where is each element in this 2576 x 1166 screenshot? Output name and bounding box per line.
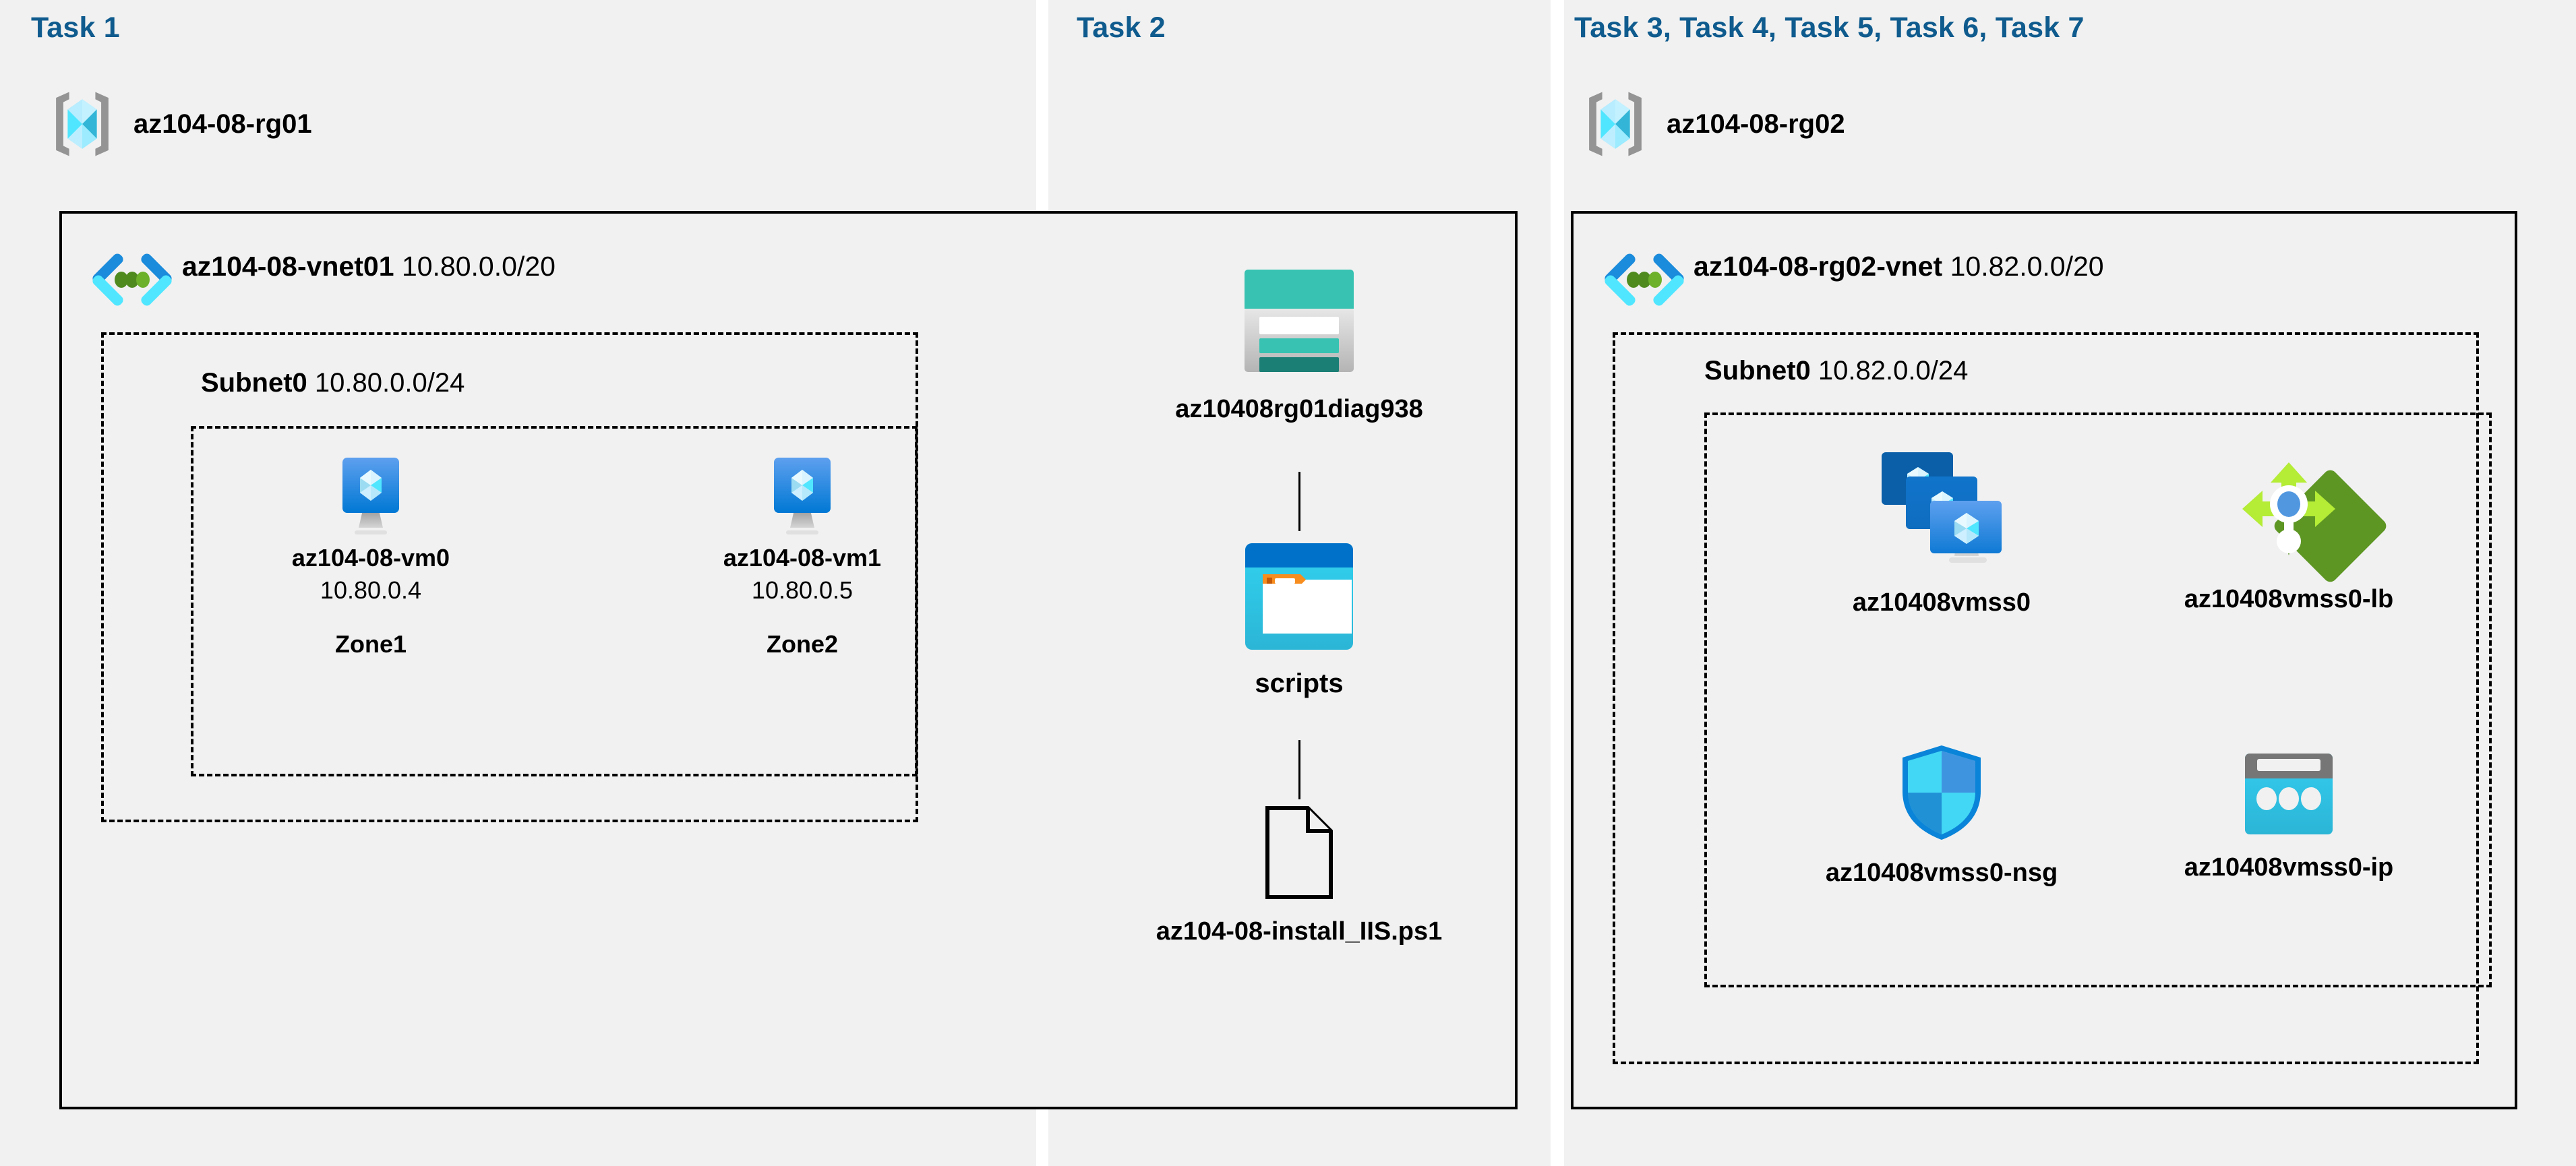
task2-title: Task 2 — [1077, 11, 1166, 44]
task2-box — [1011, 211, 1518, 1109]
nsg-label: az10408vmss0-nsg — [1825, 859, 2058, 887]
public-ip-address-icon — [2240, 749, 2338, 838]
vnet-rg02-box — [1571, 211, 2517, 1109]
vm-zone-box — [191, 426, 918, 776]
vnet01-label: az104-08-vnet01 10.80.0.0/20 — [182, 251, 556, 282]
vm1-ip: 10.80.0.5 — [751, 576, 853, 604]
blob-container-label: scripts — [1255, 669, 1344, 698]
file-icon — [1262, 805, 1336, 900]
vnet-rg02-cidr: 10.82.0.0/20 — [1950, 251, 2104, 282]
vnet-rg02-name: az104-08-rg02-vnet — [1694, 251, 1943, 282]
storage-account-icon — [1235, 263, 1363, 379]
virtual-machine-icon — [332, 455, 410, 534]
storage-account-label: az10408rg01diag938 — [1175, 395, 1423, 423]
vmss-label: az10408vmss0 — [1852, 588, 2031, 617]
file-label: az104-08-install_IIS.ps1 — [1156, 917, 1443, 946]
public-ip-label: az10408vmss0-ip — [2184, 853, 2394, 882]
vm0-label: az104-08-vm0 — [291, 544, 450, 572]
virtual-machine-icon — [763, 455, 841, 534]
subnet0-name-p1: Subnet0 — [201, 368, 307, 398]
resource-group-icon — [46, 88, 119, 160]
nsg-node: az10408vmss0-nsg — [1807, 741, 2076, 888]
vm1-label: az104-08-vm1 — [723, 544, 882, 572]
subnet0-box-p3 — [1613, 332, 2479, 1064]
resource-group-rg01: az104-08-rg01 — [46, 88, 312, 160]
vm-az104-08-vm1: az104-08-vm1 10.80.0.5 Zone2 — [701, 455, 903, 658]
task1-title: Task 1 — [31, 11, 120, 44]
subnet0-cidr-p3: 10.82.0.0/24 — [1818, 356, 1969, 386]
resource-group-rg02-label: az104-08-rg02 — [1667, 109, 1845, 139]
subnet0-cidr-p1: 10.80.0.0/24 — [314, 368, 465, 398]
blob-container-node: scripts — [1198, 539, 1400, 699]
load-balancer-node: az10408vmss0-lb — [2154, 445, 2424, 614]
resource-group-rg01-label: az104-08-rg01 — [133, 109, 312, 139]
subnet0-label-p1: Subnet0 10.80.0.0/24 — [201, 368, 465, 398]
connector-storage-to-container — [1298, 472, 1300, 531]
vm0-zone: Zone1 — [334, 630, 407, 658]
subnet0-label-p3: Subnet0 10.82.0.0/24 — [1704, 356, 1968, 386]
vm1-zone: Zone2 — [766, 630, 838, 658]
task2-box-right-edge — [1515, 211, 1518, 1109]
resource-group-icon — [1579, 88, 1652, 160]
public-ip-node: az10408vmss0-ip — [2154, 749, 2424, 882]
load-balancer-label: az10408vmss0-lb — [2184, 585, 2394, 613]
file-node: az104-08-install_IIS.ps1 — [1156, 805, 1442, 946]
virtual-network-icon — [92, 246, 172, 313]
task3-7-title: Task 3, Task 4, Task 5, Task 6, Task 7 — [1574, 11, 2085, 44]
network-security-group-icon — [1894, 741, 1989, 844]
vm-az104-08-vm0: az104-08-vm0 10.80.0.4 Zone1 — [270, 455, 472, 658]
vmss-node: az10408vmss0 — [1807, 448, 2076, 617]
subnet-resources-box — [1704, 412, 2492, 987]
load-balancer-icon — [2225, 445, 2387, 582]
vnet01-name: az104-08-vnet01 — [182, 251, 394, 282]
storage-account-node: az10408rg01diag938 — [1175, 263, 1423, 424]
vnet-rg02-label: az104-08-rg02-vnet 10.82.0.0/20 — [1694, 251, 2104, 282]
resource-group-rg02: az104-08-rg02 — [1579, 88, 1845, 160]
connector-container-to-file — [1298, 740, 1300, 799]
virtual-network-icon — [1605, 246, 1684, 313]
subnet0-name-p3: Subnet0 — [1704, 356, 1811, 386]
vnet01-cidr: 10.80.0.0/20 — [401, 251, 556, 282]
vm-scale-set-icon — [1878, 448, 2006, 574]
blob-container-icon — [1241, 539, 1357, 654]
vm0-ip: 10.80.0.4 — [320, 576, 422, 604]
